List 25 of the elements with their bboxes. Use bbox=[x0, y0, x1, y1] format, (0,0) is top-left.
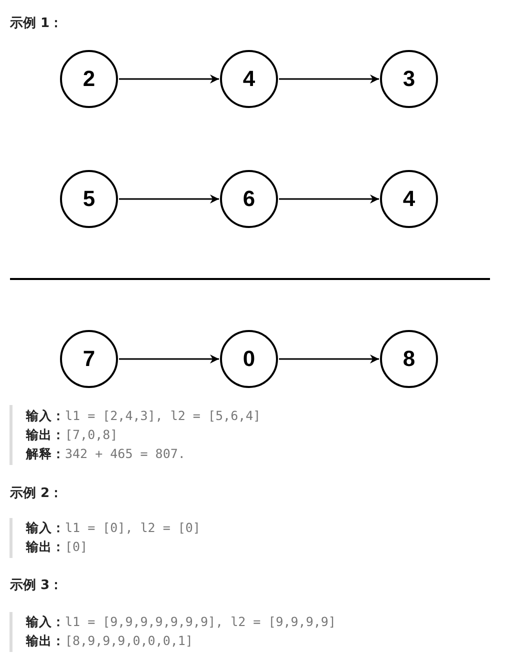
example-text-line: 输入：l1 = [9,9,9,9,9,9,9], l2 = [9,9,9,9] bbox=[26, 614, 336, 631]
arrow bbox=[119, 194, 219, 204]
node-value: 8 bbox=[402, 346, 416, 372]
arrow bbox=[279, 194, 379, 204]
arrow bbox=[119, 354, 219, 364]
example-text-line: 输出：[7,0,8] bbox=[26, 427, 118, 444]
example-text-line: 输入：l1 = [0], l2 = [0] bbox=[26, 520, 200, 537]
example-heading: 示例 1： bbox=[10, 15, 63, 32]
node-value: 6 bbox=[242, 186, 256, 212]
node-value: 3 bbox=[402, 66, 416, 92]
node-value: 0 bbox=[242, 346, 256, 372]
example-text-line: 输入：l1 = [2,4,3], l2 = [5,6,4] bbox=[26, 408, 261, 425]
node-value: 5 bbox=[82, 186, 96, 212]
example-heading: 示例 3： bbox=[10, 577, 63, 594]
node-value: 2 bbox=[82, 66, 96, 92]
example-text-line: 解释：342 + 465 = 807. bbox=[26, 446, 186, 463]
arrow bbox=[119, 74, 219, 84]
node-value: 4 bbox=[242, 66, 256, 92]
arrow bbox=[279, 354, 379, 364]
arrow bbox=[279, 74, 379, 84]
example-text-line: 输出：[0] bbox=[26, 539, 88, 556]
node-value: 4 bbox=[402, 186, 416, 212]
example-heading: 示例 2： bbox=[10, 485, 63, 502]
node-value: 7 bbox=[82, 346, 96, 372]
example-text-line: 输出：[8,9,9,9,0,0,0,1] bbox=[26, 633, 193, 650]
